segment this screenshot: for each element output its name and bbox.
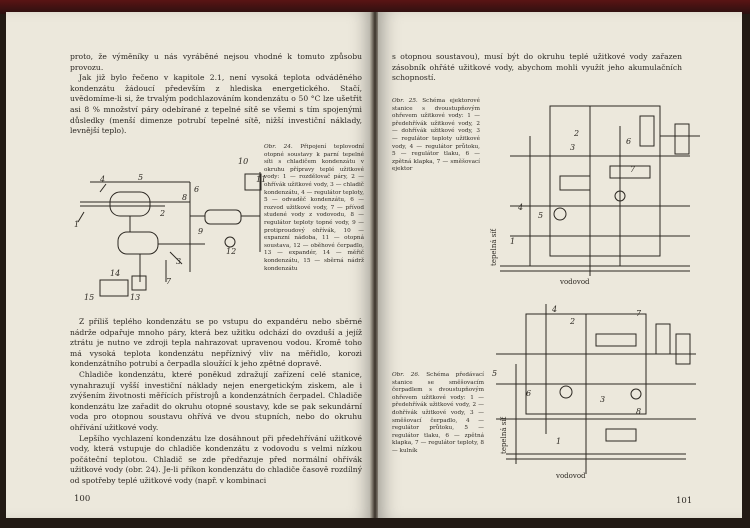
figure-24-diagram [77, 172, 262, 297]
fig26-water-supply-label: vodovod [555, 472, 586, 480]
fig24-label-3: 3 [176, 257, 181, 266]
fig24-label-9: 9 [198, 227, 203, 236]
fig24-caption-text: Připojení teplovodní otopné soustavy k p… [264, 144, 364, 272]
fig25-label-3: 3 [570, 143, 575, 152]
fig26-label-6: 6 [526, 389, 531, 398]
left-top-text: proto, že výměníky u nás vyráběné nejsou… [70, 52, 362, 137]
fig25-label-4: 4 [517, 203, 523, 212]
book-top-edge [0, 0, 750, 14]
paragraph-condensate-temperature: Jak již bylo řečeno v kapitole 2.1, není… [70, 73, 362, 136]
figure-24-caption: Obr. 24. Připojení teplovodní otopné sou… [264, 144, 364, 273]
fig25-label-6: 6 [626, 137, 631, 146]
fig24-label-2: 2 [159, 209, 165, 218]
fig24-label-15: 15 [84, 293, 94, 302]
fig24-label-1: 1 [74, 220, 79, 229]
fig25-label-1: 1 [510, 237, 515, 246]
fig25-caption-text: Schéma ejektorové stanice s dvoustupňový… [392, 98, 481, 173]
fig24-label-5: 5 [138, 173, 143, 182]
fig25-water-supply-label: vodovod [559, 278, 590, 286]
figure-26-labels: 1 2 3 4 5 6 7 8 tepelná síť vodovod [492, 305, 642, 480]
fig24-label-10: 10 [238, 157, 248, 166]
right-top-text: s otopnou soustavou), musí být do okruhu… [392, 52, 682, 84]
page-number-right: 101 [676, 496, 693, 506]
paragraph-storage-tank: s otopnou soustavou), musí být do okruhu… [392, 52, 682, 83]
right-page: s otopnou soustavou), musí být do okruhu… [378, 12, 742, 518]
fig25-caption-title: Obr. 25. [392, 98, 418, 104]
paragraph-steam-loss: Z příliš teplého kondenzátu se po vstupu… [70, 317, 362, 369]
figure-25-diagram [500, 105, 700, 276]
paragraph-condensate-coolers: Chladiče kondenzátu, které poněkud zdraž… [70, 369, 362, 432]
intro-paragraph: proto, že výměníky u nás vyráběné nejsou… [70, 52, 362, 72]
book-gutter [370, 12, 380, 518]
fig26-label-1: 1 [556, 437, 561, 446]
fig26-label-7: 7 [636, 309, 642, 318]
figure-25-caption: Obr. 25. Schéma ejektorové stanice s dvo… [392, 98, 480, 174]
fig26-caption-text: Schéma předávací stanice se směšovacím č… [392, 372, 484, 454]
fig25-heat-network-label: tepelná síť [489, 228, 498, 266]
fig24-label-11: 11 [256, 175, 266, 184]
fig24-label-12: 12 [226, 247, 236, 256]
fig26-heat-network-label: tepelná síť [499, 416, 508, 454]
fig25-label-2: 2 [573, 129, 579, 138]
figure-26-caption: Obr. 26. Schéma předávací stanice se smě… [392, 372, 484, 456]
paragraph-better-cooling: Lepšího vychlazení kondenzátu lze dosáhn… [70, 433, 362, 485]
left-bottom-text: Z příliš teplého kondenzátu se po vstupu… [70, 317, 362, 487]
fig26-label-4: 4 [551, 305, 557, 314]
fig24-label-14: 14 [110, 269, 120, 278]
figure-25-labels: 1 2 3 4 5 6 7 tepelná síť vodovod [489, 129, 636, 286]
fig26-label-5: 5 [492, 369, 497, 378]
fig24-label-4: 4 [99, 175, 105, 184]
fig25-label-7: 7 [630, 165, 636, 174]
fig26-label-3: 3 [600, 395, 605, 404]
page-number-left: 100 [74, 494, 91, 504]
figure-26-diagram [496, 304, 696, 474]
fig26-label-8: 8 [636, 407, 641, 416]
fig26-label-2: 2 [569, 317, 575, 326]
fig24-label-7: 7 [166, 277, 172, 286]
fig26-caption-title: Obr. 26. [392, 372, 420, 378]
fig24-label-8: 8 [182, 193, 187, 202]
fig24-caption-title: Obr. 24. [264, 144, 293, 150]
fig25-label-5: 5 [538, 211, 543, 220]
fig24-label-6: 6 [194, 185, 199, 194]
figure-24-labels: 1 2 3 4 5 6 7 8 9 10 11 12 13 14 15 [74, 157, 266, 302]
left-page: proto, že výměníky u nás vyráběné nejsou… [6, 12, 372, 518]
fig24-label-13: 13 [130, 293, 140, 302]
